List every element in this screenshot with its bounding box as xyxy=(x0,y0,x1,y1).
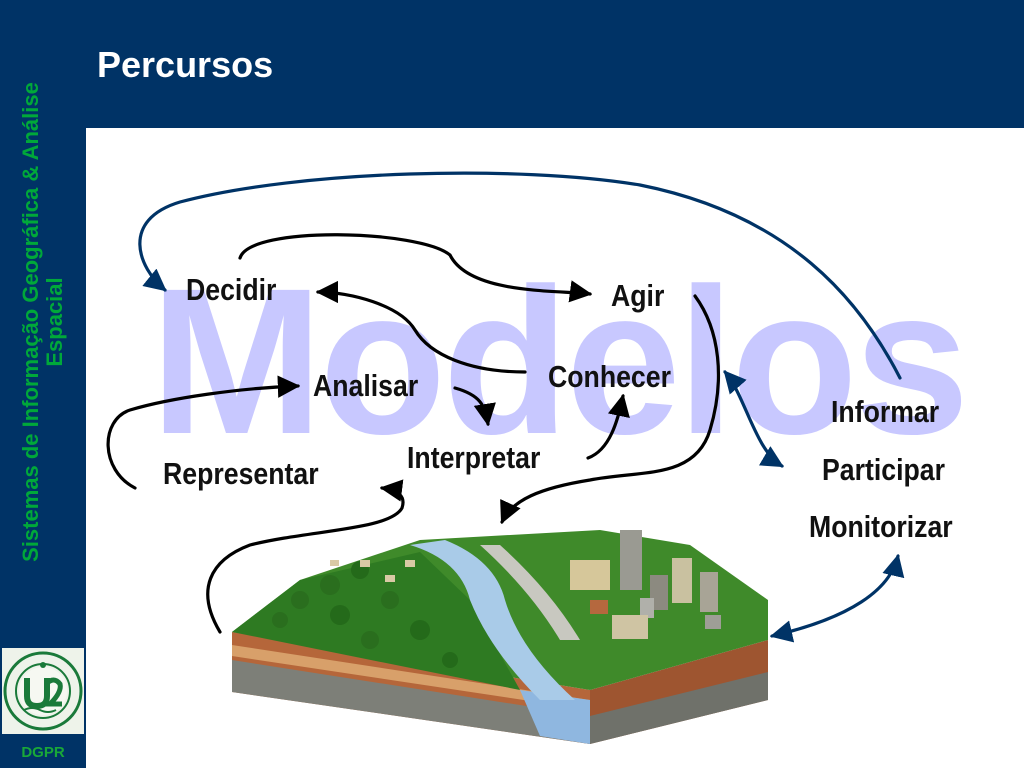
node-interpretar: Interpretar xyxy=(407,440,541,475)
university-seal-icon xyxy=(2,648,84,734)
node-participar: Participar xyxy=(822,452,945,487)
node-monitorizar: Monitorizar xyxy=(809,509,953,544)
header-bar xyxy=(0,0,1024,128)
sidebar xyxy=(0,0,86,768)
node-informar: Informar xyxy=(831,394,940,429)
node-analisar: Analisar xyxy=(313,368,419,403)
node-representar: Representar xyxy=(163,456,319,491)
slide-title: Percursos xyxy=(97,44,274,85)
node-conhecer: Conhecer xyxy=(548,359,671,394)
node-decidir: Decidir xyxy=(186,272,277,307)
footer-label: DGPR xyxy=(21,744,65,761)
node-agir: Agir xyxy=(611,278,665,313)
